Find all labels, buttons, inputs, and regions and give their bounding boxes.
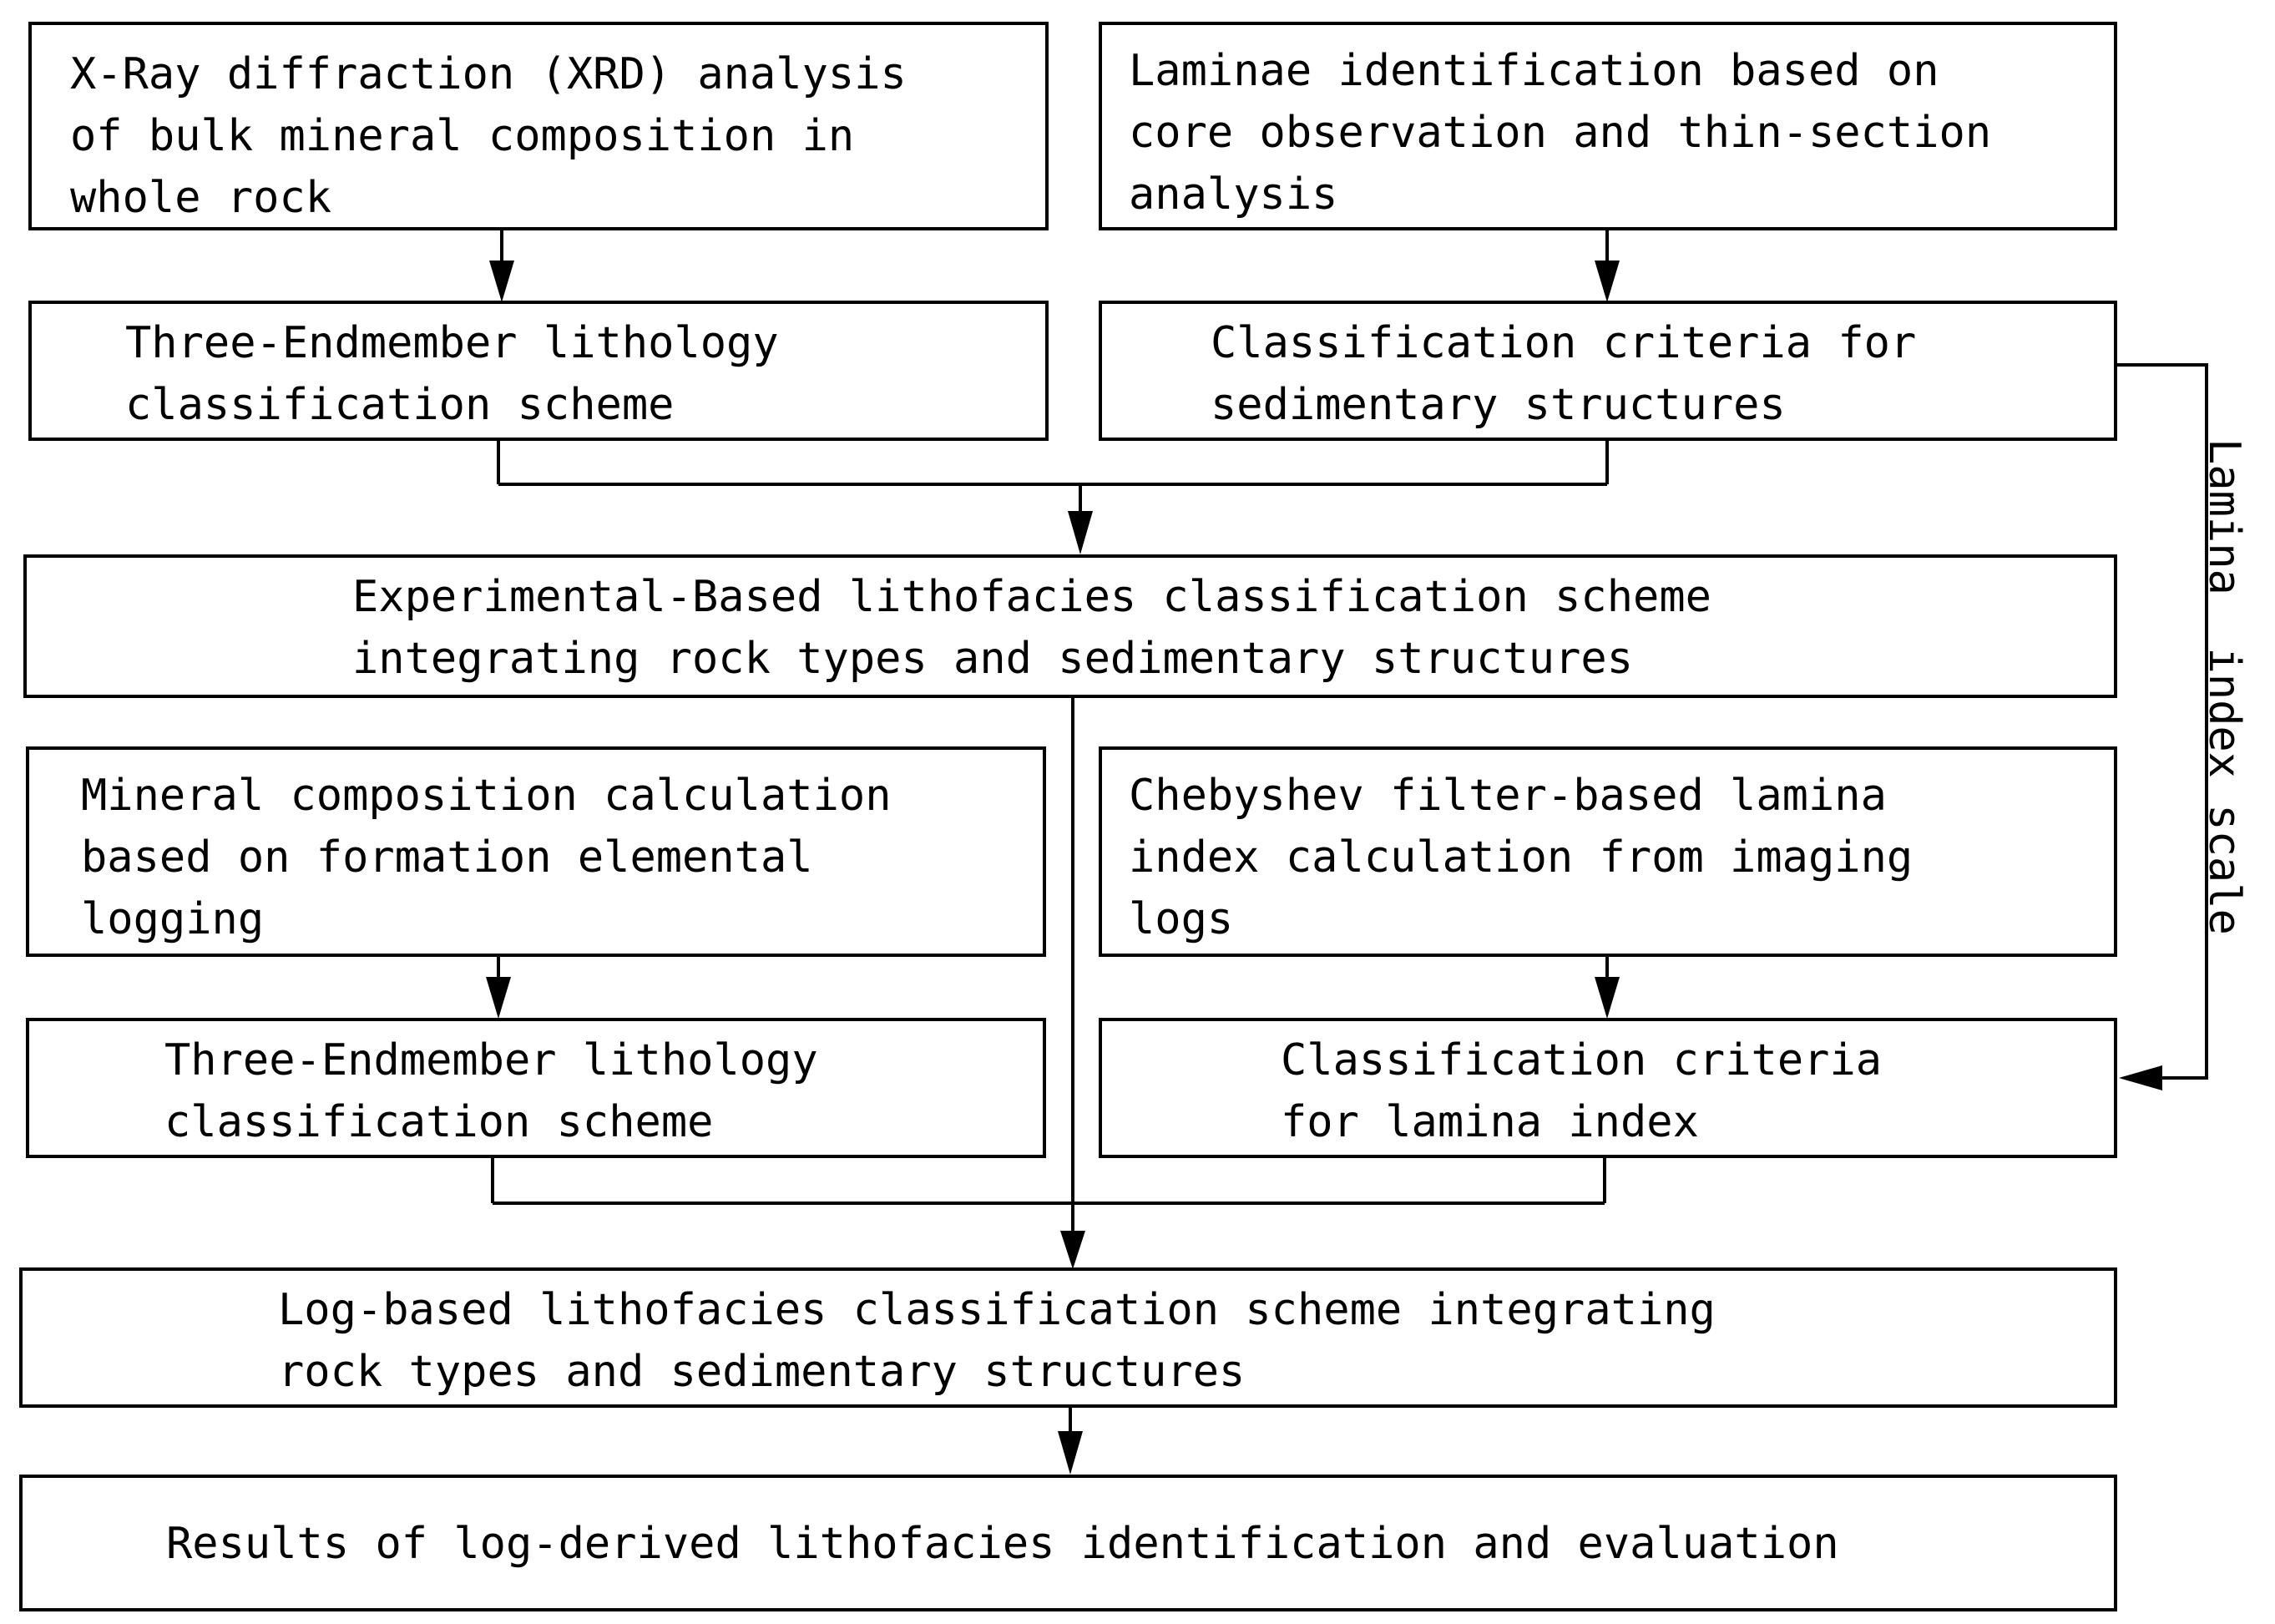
- results-box: Results of log-derived lithofacies ident…: [19, 1475, 2117, 1611]
- three-endmember-bottom-line-2: classification scheme: [164, 1097, 714, 1147]
- three-endmember-top-text: Three-Endmember lithology classification…: [125, 312, 779, 436]
- experimental-scheme-box: Experimental-Based lithofacies classific…: [23, 554, 2117, 698]
- laminae-line-1: Laminae identification based on: [1129, 46, 1939, 96]
- chebyshev-lamina-box: Chebyshev filter-based lamina index calc…: [1099, 746, 2117, 957]
- three-endmember-top-line-1: Three-Endmember lithology: [125, 318, 779, 368]
- three-endmember-bottom-box: Three-Endmember lithology classification…: [26, 1018, 1046, 1158]
- xrd-line-1: X-Ray diffraction (XRD) analysis: [70, 49, 907, 99]
- experimental-line-2: integrating rock types and sedimentary s…: [352, 634, 1634, 684]
- log-based-scheme-box: Log-based lithofacies classification sch…: [19, 1267, 2117, 1408]
- mineral-composition-text: Mineral composition calculation based on…: [81, 765, 892, 950]
- three-endmember-bottom-line-1: Three-Endmember lithology: [164, 1035, 818, 1085]
- xrd-analysis-text: X-Ray diffraction (XRD) analysis of bulk…: [70, 43, 907, 229]
- laminae-line-3: analysis: [1129, 169, 1338, 220]
- mineral-line-2: based on formation elemental: [81, 832, 813, 883]
- chebyshev-line-1: Chebyshev filter-based lamina: [1129, 771, 1887, 821]
- xrd-analysis-box: X-Ray diffraction (XRD) analysis of bulk…: [28, 22, 1049, 230]
- mineral-line-3: logging: [81, 894, 265, 944]
- three-endmember-top-line-2: classification scheme: [125, 380, 675, 430]
- mineral-composition-box: Mineral composition calculation based on…: [26, 746, 1046, 957]
- lamina-index-scale-label: Lamina index scale: [2199, 438, 2249, 935]
- log-based-scheme-text: Log-based lithofacies classification sch…: [278, 1279, 1716, 1403]
- chebyshev-line-3: logs: [1129, 894, 1234, 944]
- criteria-sedimentary-box: Classification criteria for sedimentary …: [1099, 301, 2117, 441]
- laminae-identification-text: Laminae identification based on core obs…: [1129, 40, 1991, 225]
- log-based-line-1: Log-based lithofacies classification sch…: [278, 1285, 1716, 1335]
- log-based-line-2: rock types and sedimentary structures: [278, 1347, 1246, 1397]
- criteria-lamina-index-box: Classification criteria for lamina index: [1099, 1018, 2117, 1158]
- mineral-line-1: Mineral composition calculation: [81, 771, 892, 821]
- criteria-sedimentary-line-2: sedimentary structures: [1211, 380, 1786, 430]
- arrowhead-icon: [2119, 1065, 2162, 1090]
- three-endmember-top-box: Three-Endmember lithology classification…: [28, 301, 1049, 441]
- chebyshev-line-2: index calculation from imaging: [1129, 832, 1914, 883]
- arrowhead-icon: [489, 261, 514, 302]
- criteria-lamina-line-2: for lamina index: [1281, 1097, 1699, 1147]
- experimental-scheme-text: Experimental-Based lithofacies classific…: [352, 566, 1711, 690]
- arrowhead-icon: [1058, 1431, 1083, 1475]
- three-endmember-bottom-text: Three-Endmember lithology classification…: [164, 1030, 818, 1153]
- criteria-sedimentary-text: Classification criteria for sedimentary …: [1211, 312, 1916, 436]
- arrowhead-icon: [1060, 1231, 1085, 1269]
- arrowhead-icon: [1068, 511, 1093, 554]
- xrd-line-3: whole rock: [70, 173, 332, 223]
- experimental-line-1: Experimental-Based lithofacies classific…: [352, 572, 1711, 622]
- arrowhead-icon: [1595, 261, 1620, 302]
- arrowhead-icon: [1595, 977, 1620, 1019]
- results-line-1: Results of log-derived lithofacies ident…: [166, 1519, 1839, 1569]
- criteria-lamina-line-1: Classification criteria: [1281, 1035, 1883, 1085]
- xrd-line-2: of bulk mineral composition in: [70, 111, 855, 161]
- laminae-line-2: core observation and thin-section: [1129, 108, 1992, 158]
- chebyshev-lamina-text: Chebyshev filter-based lamina index calc…: [1129, 765, 1913, 950]
- laminae-identification-box: Laminae identification based on core obs…: [1099, 22, 2117, 230]
- arrowhead-icon: [486, 977, 511, 1019]
- lamina-scale-connector: [2115, 363, 2208, 1080]
- results-text: Results of log-derived lithofacies ident…: [166, 1513, 1839, 1575]
- criteria-sedimentary-line-1: Classification criteria for: [1211, 318, 1917, 368]
- criteria-lamina-index-text: Classification criteria for lamina index: [1281, 1030, 1882, 1153]
